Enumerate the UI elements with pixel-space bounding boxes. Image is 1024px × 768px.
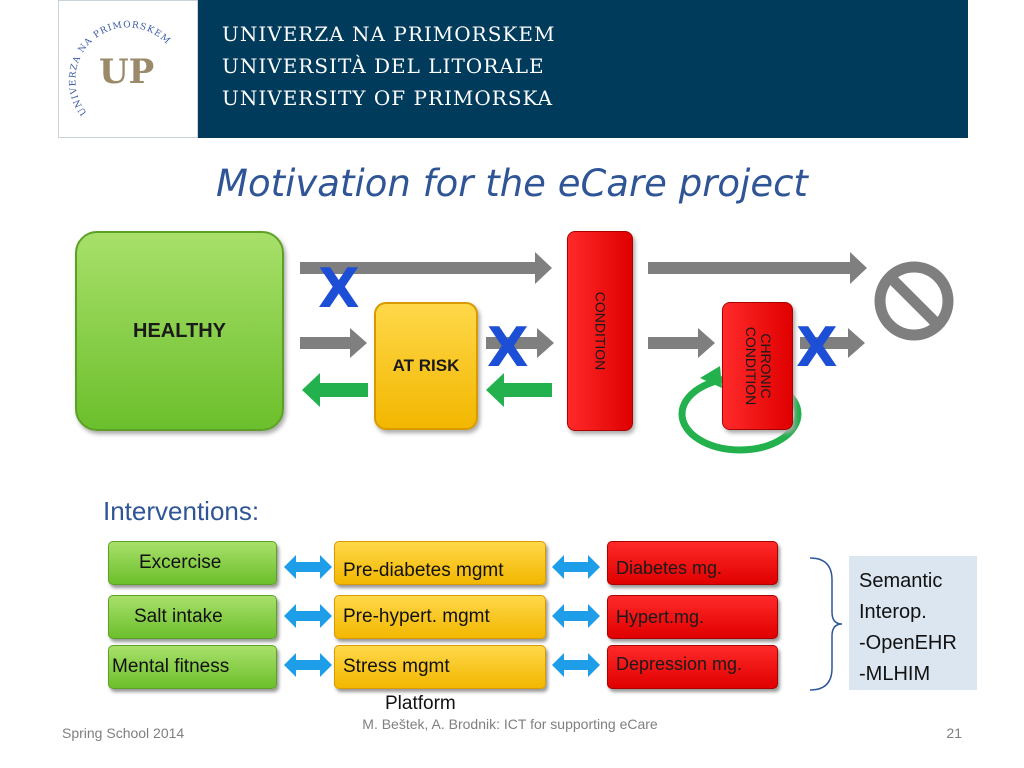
healthy-box: HEALTHY: [75, 231, 284, 431]
intervention-disease-management: Hypert.mg.: [607, 595, 778, 639]
intervention-disease-management: Diabetes mg.: [607, 541, 778, 585]
arrow-condition-to-atrisk: [486, 373, 552, 407]
arrow-healthy-to-condition: [300, 252, 552, 284]
condition-label: CONDITION: [592, 291, 609, 371]
university-name-band: UNIVERZA NA PRIMORSKEM UNIVERSITÀ DEL LI…: [198, 0, 968, 138]
at-risk-label: AT RISK: [392, 356, 460, 375]
chronic-condition-box: CHRONIC CONDITION: [722, 302, 793, 430]
arrow-chronic-to-end: [800, 328, 865, 358]
semantic-line: -MLHIM: [859, 663, 931, 685]
blocked-x-mark: X: [318, 257, 360, 320]
slide-title: Motivation for the eCare project: [216, 162, 808, 205]
blocked-x-mark: X: [487, 316, 529, 379]
intervention-connectors: [284, 555, 600, 677]
footer-authors: M. Beštek, A. Brodnik: ICT for supportin…: [362, 716, 658, 732]
healthy-label: HEALTHY: [133, 319, 226, 342]
logo-monogram: UP: [99, 52, 154, 92]
intervention-pre-management: Pre-hypert. mgmt: [334, 595, 546, 639]
interventions-label: Interventions:: [103, 496, 260, 526]
university-name-english: UNIVERSITY OF PRIMORSKA: [222, 86, 554, 110]
intervention-disease-management: Depression mg.: [607, 645, 778, 689]
intervention-lifestyle: Salt intake: [108, 595, 277, 639]
intervention-pre-management: Stress mgmt: [334, 645, 546, 689]
blocked-x-mark: X: [796, 316, 838, 379]
progression-arrows: [300, 252, 867, 358]
intervention-lifestyle: Mental fitness: [108, 645, 277, 689]
recovery-arrows: [302, 373, 552, 407]
arrow-condition-to-chronic: [648, 328, 715, 358]
semantic-line: Semantic: [859, 570, 943, 592]
university-name-italian: UNIVERSITÀ DEL LITORALE: [222, 54, 545, 78]
chronic-label-line1: CHRONIC: [757, 333, 774, 399]
arrow-atrisk-to-condition: [486, 328, 554, 358]
chronic-label-line2: CONDITION: [742, 326, 759, 406]
arrow-healthy-to-atrisk: [300, 328, 367, 358]
arrow-atrisk-to-healthy: [302, 373, 368, 407]
semantic-line: Interop.: [859, 601, 927, 623]
no-entry-icon: [874, 261, 954, 341]
intervention-lifestyle: Excercise: [108, 541, 277, 585]
semantic-line: -OpenEHR: [859, 632, 957, 654]
at-risk-box: AT RISK: [374, 302, 478, 430]
arrow-condition-to-end: [648, 252, 867, 284]
intervention-pre-management: Pre-diabetes mgmt: [334, 541, 546, 585]
university-logo: UNIVERZA NA PRIMORSKEM · UNIVERSITÀ DEL …: [54, 0, 198, 138]
page-number: 21: [946, 725, 962, 741]
university-name-slovene: UNIVERZA NA PRIMORSKEM: [222, 22, 556, 46]
semantic-brace: [809, 557, 843, 691]
footer-event: Spring School 2014: [62, 725, 185, 741]
platform-label: Platform: [385, 693, 456, 714]
semantic-interop-box: Semantic Interop. -OpenEHR -MLHIM: [849, 556, 977, 690]
chronic-condition-label: CHRONIC CONDITION: [742, 326, 774, 406]
condition-box: CONDITION: [567, 231, 633, 431]
